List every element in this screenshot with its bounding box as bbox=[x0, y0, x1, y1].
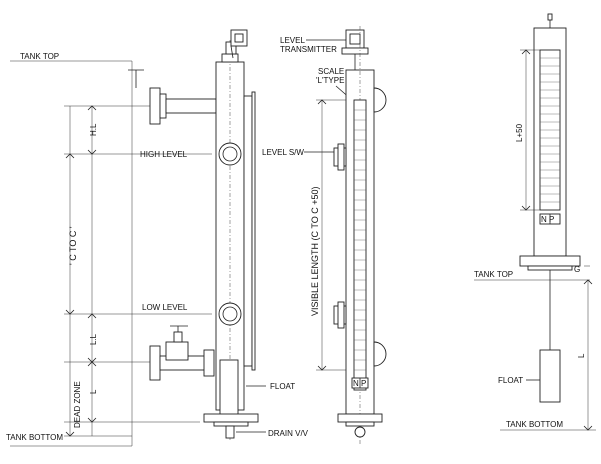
l-dim-right: L bbox=[577, 353, 586, 358]
np-label-mid: N P bbox=[353, 379, 366, 388]
tank-top-label-right: TANK TOP bbox=[474, 270, 513, 279]
level-transmitter-label-2: TRANSMITTER bbox=[280, 45, 337, 54]
tank-top-label: TANK TOP bbox=[20, 52, 59, 61]
high-level-label: HIGH LEVEL bbox=[140, 150, 188, 159]
level-transmitter-label-1: LEVEL bbox=[280, 36, 305, 45]
float-label-right: FLOAT bbox=[498, 376, 523, 385]
scale-label-1: SCALE bbox=[318, 67, 344, 76]
dead-zone-dim: DEAD ZONE bbox=[73, 381, 82, 428]
right-scale-hatch bbox=[540, 57, 560, 203]
visible-length-dim: VISIBLE LENGTH (C TO C +50) bbox=[310, 187, 320, 316]
scale-label-2: 'L'TYPE bbox=[316, 76, 344, 85]
ll-dim: L.L bbox=[89, 333, 98, 345]
low-level-label: LOW LEVEL bbox=[142, 303, 188, 312]
c-to-c-dim: ' C TO C ' bbox=[68, 226, 78, 265]
l-plus-50-dim: L+50 bbox=[515, 123, 524, 142]
middle-view: LEVEL TRANSMITTER SCALE 'L'TYPE bbox=[262, 26, 387, 446]
tank-bottom-label: TANK BOTTOM bbox=[6, 433, 63, 442]
drain-label: DRAIN V/V bbox=[268, 429, 309, 438]
l-dim-left: L bbox=[89, 389, 98, 394]
right-view: L+50 N P TANK TOP G FLOAT L TANK BOTTOM bbox=[474, 13, 596, 431]
left-view: TANK TOP TANK BOTTOM H.L ' C TO C ' L.L … bbox=[6, 29, 309, 447]
middle-scale-hatch bbox=[354, 109, 366, 381]
tank-bottom-label-right: TANK BOTTOM bbox=[506, 420, 563, 429]
hl-dim: H.L bbox=[89, 123, 98, 136]
g-dim: G bbox=[574, 265, 580, 274]
level-switch-label: LEVEL S/W bbox=[262, 148, 304, 157]
np-label-right: N P bbox=[541, 215, 554, 224]
float-label-left: FLOAT bbox=[270, 382, 295, 391]
